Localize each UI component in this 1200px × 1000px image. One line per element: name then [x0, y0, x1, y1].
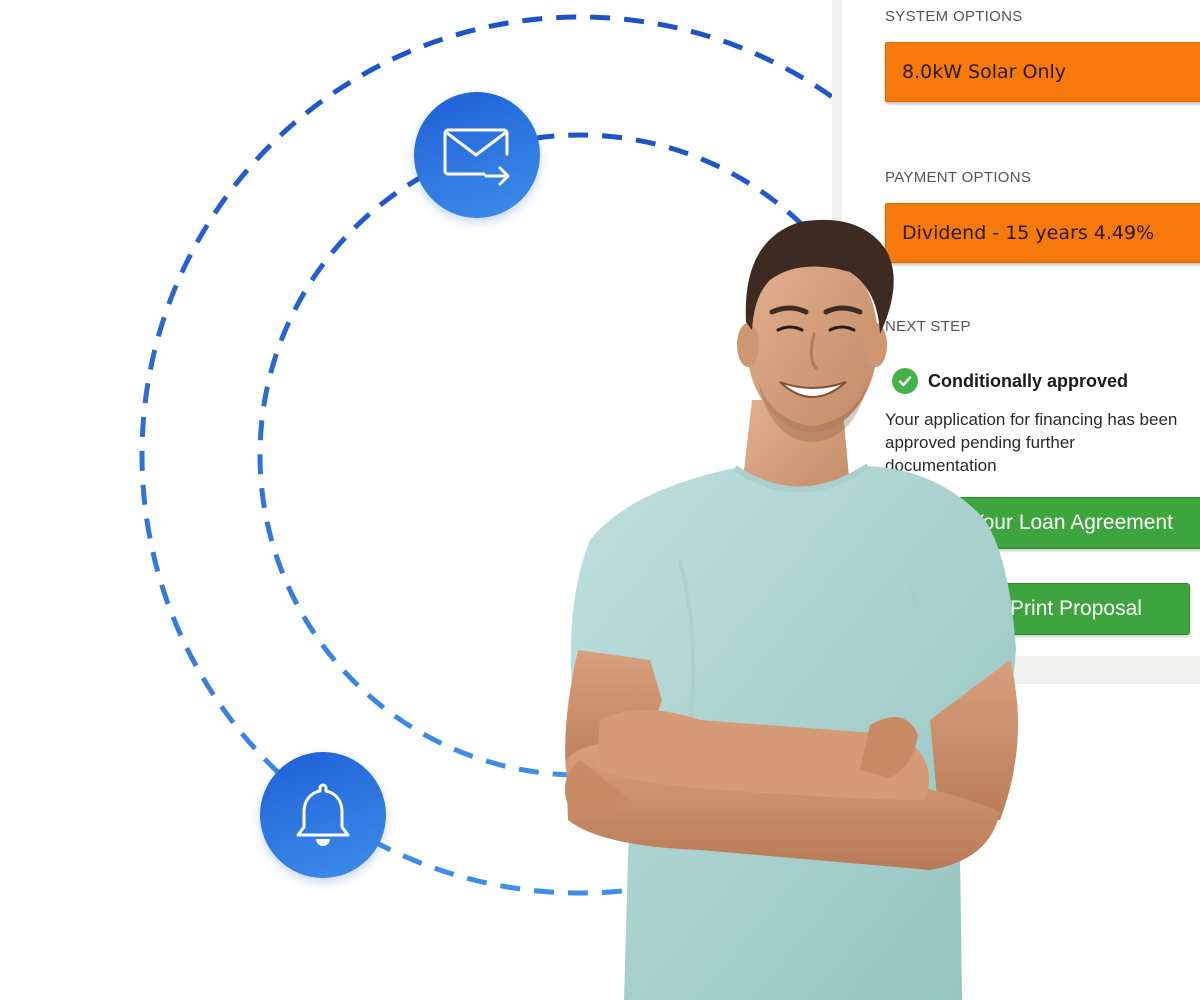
payment-option-select[interactable]: Dividend - 15 years 4.49% [885, 203, 1200, 263]
status-title: Conditionally approved [928, 370, 1129, 391]
inner-orbit [257, 132, 903, 778]
sign-loan-agreement-button[interactable]: Sign Your Loan Agreement [892, 497, 1200, 549]
system-option-select[interactable]: 8.0kW Solar Only [885, 42, 1200, 102]
status-row: Conditionally approved [892, 368, 1128, 394]
print-proposal-button[interactable]: Print Proposal [962, 583, 1190, 635]
mail-forward-icon [443, 128, 510, 186]
next-step-label: NEXT STEP [885, 318, 971, 335]
check-icon [892, 368, 918, 394]
payment-options-label: PAYMENT OPTIONS [885, 169, 1032, 186]
notifications-button[interactable] [260, 752, 386, 878]
bell-icon [296, 783, 350, 846]
status-description: Your application for financing has been … [885, 410, 1178, 475]
mail-forward-button[interactable] [414, 92, 540, 218]
proposal-card: SYSTEM OPTIONS 8.0kW Solar Only PAYMENT … [842, 0, 1200, 656]
proposal-panel: SYSTEM OPTIONS 8.0kW Solar Only PAYMENT … [832, 0, 1200, 684]
system-options-label: SYSTEM OPTIONS [885, 8, 1023, 25]
